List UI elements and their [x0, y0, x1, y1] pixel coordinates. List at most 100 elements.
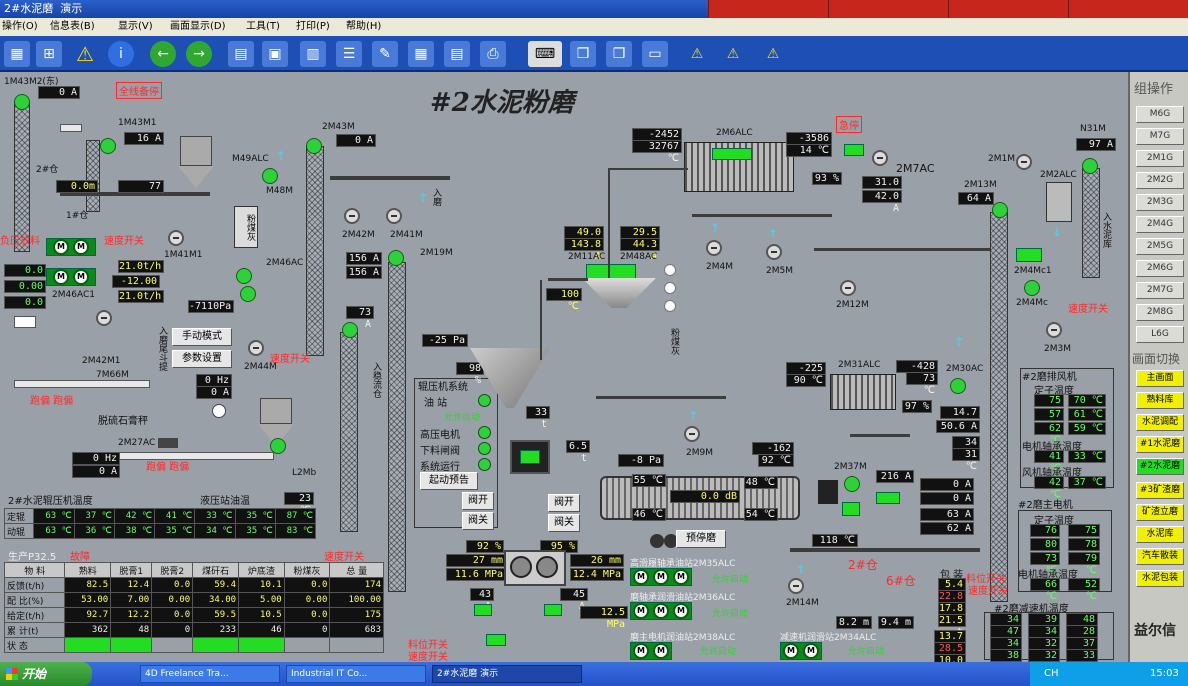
taskbar-item-industrial-it[interactable]: Industrial IT Co... [286, 665, 426, 683]
valve-close-button-1[interactable]: 阀关 [462, 512, 494, 530]
fan-2m42m1[interactable] [96, 310, 112, 326]
group-button-2m4g[interactable]: 2M4G [1136, 216, 1184, 233]
lube-station-2-motors[interactable]: M M M [630, 602, 692, 620]
valve-open-button-1[interactable]: 阀开 [462, 492, 494, 510]
group-button-2m5g[interactable]: 2M5G [1136, 238, 1184, 255]
motor-2m46ac[interactable] [236, 268, 252, 284]
lube-station-1-motors[interactable]: M M M [630, 568, 692, 586]
motor-m48m[interactable] [262, 168, 278, 184]
motor-m-button[interactable]: M [73, 239, 89, 255]
motor-elevator-73[interactable] [342, 322, 358, 338]
grid-icon[interactable]: ▦ [4, 41, 30, 67]
screen-clinker-silo[interactable]: 熟料库 [1136, 392, 1184, 409]
fan-2m44m[interactable] [248, 340, 264, 356]
motor-m-button[interactable]: M [633, 603, 649, 619]
motor-m-button[interactable]: M [783, 643, 799, 659]
screen-cement-blending[interactable]: 水泥调配 [1136, 414, 1184, 431]
fan-2m5m[interactable] [766, 244, 782, 260]
screen-cement-silo[interactable]: 水泥库 [1136, 526, 1184, 543]
document-icon[interactable]: ▤ [228, 41, 254, 67]
recipe-cell[interactable]: 5.00 [238, 592, 285, 608]
motor-2m27ac[interactable] [270, 438, 286, 454]
motor-2m4mc[interactable] [1024, 280, 1040, 296]
fan-1m41m1[interactable] [168, 230, 184, 246]
motor-m-button[interactable]: M [653, 643, 669, 659]
title-tab-3[interactable] [948, 0, 1068, 18]
fan-2m7ac[interactable] [872, 150, 888, 166]
recipe-cell[interactable]: 7.00 [110, 592, 153, 608]
back-arrow-icon[interactable]: ← [150, 41, 176, 67]
screen-slag-vertical-mill[interactable]: 矿渣立磨 [1136, 504, 1184, 521]
motor-m-button[interactable]: M [53, 269, 69, 285]
fan-2m12m[interactable] [840, 280, 856, 296]
menu-screens[interactable]: 画面显示(D) [170, 21, 226, 32]
all-line-alarm[interactable]: 全线备停 [116, 82, 162, 99]
valve-close-button-2[interactable]: 阀关 [548, 514, 580, 532]
alarm-ack-icon[interactable]: ⚠ [726, 46, 740, 62]
menu-help[interactable]: 帮助(H) [346, 21, 382, 32]
lube-station-3-motors[interactable]: M M [630, 642, 672, 660]
network-icon[interactable]: ⊞ [36, 41, 62, 67]
motor-n31m[interactable] [1082, 158, 1098, 174]
warning-icon[interactable]: ⚠ [76, 42, 94, 66]
screen-mill-2[interactable]: #2水泥磨 [1136, 458, 1184, 475]
alarm-silence-icon[interactable]: ⚠ [766, 46, 780, 62]
image-icon[interactable]: ▣ [262, 41, 288, 67]
motor-1m43m1[interactable] [100, 138, 116, 154]
motor-2m19m[interactable] [388, 250, 404, 266]
menu-info[interactable]: 信息表(B) [50, 21, 95, 32]
motor-1m43m2[interactable] [14, 94, 30, 110]
group-button-2m2g[interactable]: 2M2G [1136, 172, 1184, 189]
language-indicator[interactable]: CH [1044, 668, 1059, 679]
motor-2m30ac[interactable] [950, 378, 966, 394]
fan-2m1m[interactable] [1016, 154, 1032, 170]
motor-2m13m[interactable] [992, 202, 1008, 218]
title-tab-1[interactable] [708, 0, 828, 18]
group-button-2m6g[interactable]: 2M6G [1136, 260, 1184, 277]
motor-2m37m[interactable] [844, 476, 860, 492]
valve-open-button-2[interactable]: 阀开 [548, 494, 580, 512]
menu-view[interactable]: 显示(V) [118, 21, 153, 32]
recipe-cell[interactable]: 175 [329, 607, 384, 623]
recipe-cell[interactable]: 34.00 [192, 592, 240, 608]
motor-m-button[interactable]: M [673, 569, 689, 585]
start-notice-button[interactable]: 起动预告 [420, 472, 478, 490]
fan-2m42m[interactable] [344, 208, 360, 224]
list-icon[interactable]: ☰ [336, 41, 362, 67]
recipe-cell[interactable]: 53.00 [64, 592, 112, 608]
report-icon[interactable]: ▤ [444, 41, 470, 67]
taskbar-item-mill2[interactable]: 2#水泥磨 演示 [432, 665, 582, 683]
keyboard-icon[interactable]: ⌨ [528, 41, 562, 67]
menu-operate[interactable]: 操作(O) [2, 21, 38, 32]
screen-slag-mill-3[interactable]: #3矿渣磨 [1136, 482, 1184, 499]
menu-print[interactable]: 打印(P) [296, 21, 330, 32]
print-icon[interactable]: ⎙ [480, 41, 506, 67]
cascade-icon[interactable]: ▭ [642, 41, 668, 67]
edit-icon[interactable]: ✎ [372, 41, 398, 67]
title-tab-4[interactable] [1068, 0, 1188, 18]
motor-m-button[interactable]: M [633, 569, 649, 585]
screen-main[interactable]: 主画面 [1136, 370, 1184, 387]
motor-m-button[interactable]: M [73, 269, 89, 285]
motor-group-feeder[interactable]: M M [46, 268, 96, 286]
param-setting-button[interactable]: 参数设置 [172, 350, 232, 368]
fan-2m9m[interactable] [684, 426, 700, 442]
motor-m-button[interactable]: M [673, 603, 689, 619]
lube-station-4-motors[interactable]: M M [780, 642, 822, 660]
info-icon[interactable]: i [108, 41, 134, 67]
motor-group-bin1[interactable]: M M [46, 238, 96, 256]
pre-stop-mill-button[interactable]: 预停磨 [676, 530, 726, 548]
group-button-m6g[interactable]: M6G [1136, 106, 1184, 123]
table-icon[interactable]: ▥ [300, 41, 326, 67]
screen-mill-1[interactable]: #1水泥磨 [1136, 436, 1184, 453]
fan-2m3m[interactable] [1046, 322, 1062, 338]
motor-m-button[interactable]: M [653, 569, 669, 585]
motor-m-button[interactable]: M [653, 603, 669, 619]
fan-2m41m[interactable] [386, 208, 402, 224]
title-tab-2[interactable] [828, 0, 948, 18]
motor-m-button[interactable]: M [53, 239, 69, 255]
motor-2m46ac-b[interactable] [240, 286, 256, 302]
group-button-2m8g[interactable]: 2M8G [1136, 304, 1184, 321]
windows-icon[interactable]: ❐ [606, 41, 632, 67]
group-button-2m1g[interactable]: 2M1G [1136, 150, 1184, 167]
